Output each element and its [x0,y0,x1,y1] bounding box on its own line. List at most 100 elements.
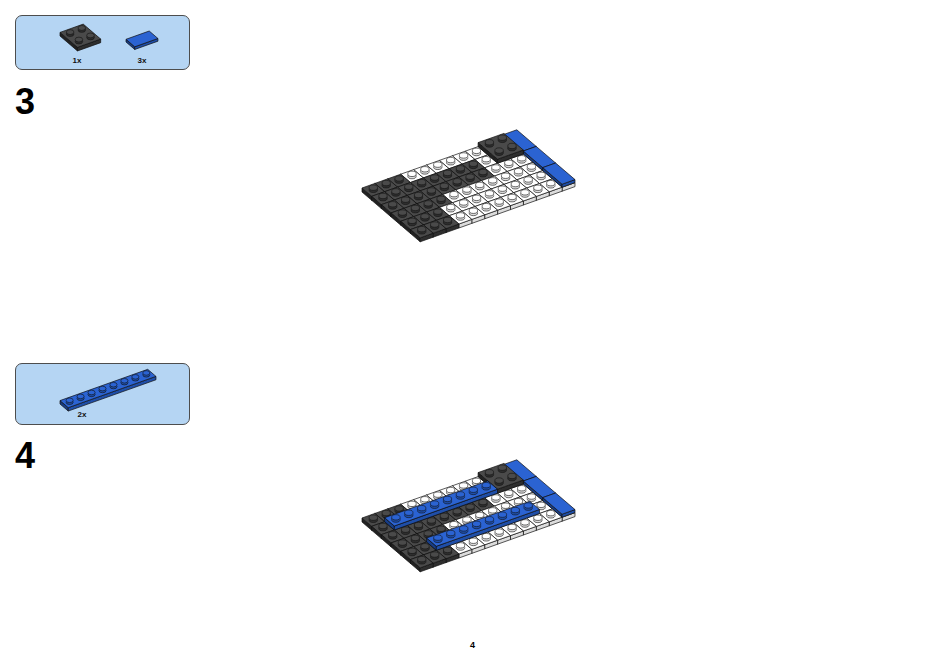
stud [466,504,474,509]
stud [456,166,464,171]
stud [405,510,413,515]
stud [389,532,397,537]
stud [447,530,455,535]
stud [408,218,416,223]
stud [456,492,464,497]
stud [459,153,467,158]
stud [401,527,409,532]
stud [437,196,445,201]
stud [398,210,406,215]
stud [418,226,426,231]
stud [427,518,435,523]
stud [460,526,468,531]
stud [418,556,426,561]
stud [447,204,455,209]
stud [382,510,390,515]
brick-face [411,225,434,238]
brick-face [60,24,101,47]
stud [495,199,503,204]
stud [434,492,442,497]
stud [514,168,522,173]
stud [508,473,516,478]
stud [440,183,448,188]
stud [495,478,503,483]
stud [77,394,84,399]
stud [405,184,413,189]
stud [495,148,503,153]
stud [398,540,406,545]
stud [547,510,555,515]
brick-face [478,463,523,489]
stud [482,482,490,487]
stud [421,214,429,219]
stud [88,390,95,395]
stud [379,193,387,198]
stud [501,503,509,508]
stud [472,478,480,483]
stud [132,375,139,380]
stud [476,182,484,187]
stud [110,382,117,387]
stud [408,501,416,506]
stud [411,205,419,210]
stud [389,202,397,207]
stud [508,524,516,529]
stud [421,497,429,502]
stud [495,529,503,534]
brick-face [411,555,434,568]
stud [537,172,545,177]
part-quantity: 2x [78,411,87,419]
stud [121,378,128,383]
stud [472,195,480,200]
stud [66,398,73,403]
brick-face [543,493,575,514]
stud [482,156,490,161]
step-4-model [362,460,575,572]
stud [469,161,477,166]
stud [431,222,439,227]
stud [418,505,426,510]
stud [379,523,387,528]
brick-face [60,369,156,407]
stud [492,495,500,500]
stud [463,187,471,192]
stud [518,486,526,491]
stud [479,169,487,174]
stud [443,217,451,222]
stud [476,512,484,517]
stud [466,174,474,179]
stud [424,201,432,206]
stud [392,189,400,194]
stud [382,180,390,185]
stud [534,515,542,520]
stud [469,538,477,543]
stud [66,30,74,35]
stud [450,191,458,196]
stud [521,520,529,525]
stud [459,483,467,488]
brick-face [427,501,540,546]
stud [427,188,435,193]
stud [498,186,506,191]
stud [78,26,86,31]
stud [99,386,106,391]
stud [485,140,493,145]
stud [408,171,416,176]
stud [395,176,403,181]
stud [527,494,535,499]
stud [505,160,513,165]
stud [498,512,506,517]
stud [521,190,529,195]
stud [418,179,426,184]
brick-face [543,163,575,184]
stud [527,164,535,169]
stud [508,143,516,148]
stud [443,496,451,501]
stud [392,515,400,520]
stud [492,165,500,170]
stud [453,179,461,184]
parts-callout: 1x3x [15,15,190,70]
stud [511,181,519,186]
stud [453,509,461,514]
stud [447,157,455,162]
